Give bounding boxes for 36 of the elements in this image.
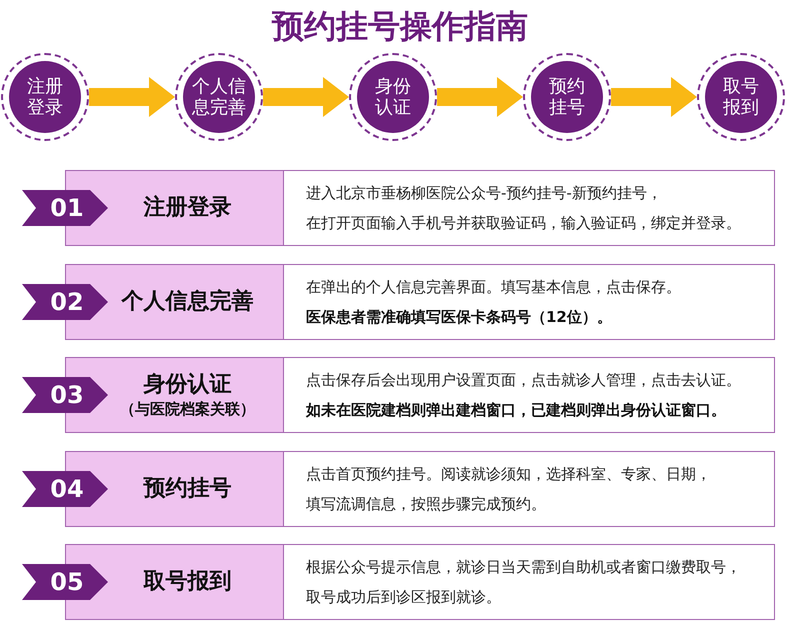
- description-panel: [283, 451, 775, 527]
- description-text: 根据公众号提示信息，就诊日当天需到自助机或者窗口缴费取号，: [306, 557, 741, 578]
- arrow: [89, 77, 175, 117]
- step-subtitle: （与医院档案关联）: [120, 399, 255, 419]
- step-label: 个人信息完善: [191, 76, 247, 118]
- step-number: 01: [50, 194, 84, 222]
- step-number: 04: [50, 475, 84, 503]
- arrow: [611, 77, 697, 117]
- step-label: 取号报到: [722, 76, 760, 118]
- step-label: 身份认证: [374, 76, 412, 118]
- description-text: 进入北京市垂杨柳医院公众号-预约挂号-新预约挂号，: [306, 183, 662, 204]
- step-title: 注册登录: [144, 194, 232, 222]
- description-panel: [283, 170, 775, 246]
- description-panel: [283, 544, 775, 620]
- step-title: 预约挂号: [144, 475, 232, 503]
- step-title: 取号报到: [144, 568, 232, 596]
- description-text: 在打开页面输入手机号并获取验证码，输入验证码，绑定并登录。: [306, 213, 741, 234]
- step-number: 02: [50, 288, 84, 316]
- description-panel: [283, 264, 775, 340]
- arrow: [263, 77, 349, 117]
- description-text: 如未在医院建档则弹出建档窗口，已建档则弹出身份认证窗口。: [306, 400, 726, 421]
- step-label: 注册登录: [26, 76, 64, 118]
- description-text: 填写流调信息，按照步骤完成预约。: [306, 494, 546, 515]
- description-text: 在弹出的个人信息完善界面。填写基本信息，点击保存。: [306, 277, 681, 298]
- description-text: 点击保存后会出现用户设置页面，点击就诊人管理，点击去认证。: [306, 370, 741, 391]
- description-text: 取号成功后到诊区报到就诊。: [306, 587, 501, 608]
- step-number: 03: [50, 381, 84, 409]
- page-title: 预约挂号操作指南: [272, 6, 528, 46]
- step-title: 个人信息完善: [122, 288, 254, 316]
- step-number: 05: [50, 568, 84, 596]
- step-title: 身份认证: [144, 371, 232, 399]
- step-label: 预约挂号: [548, 76, 586, 118]
- description-text: 医保患者需准确填写医保卡条码号（12位）。: [306, 307, 612, 328]
- description-text: 点击首页预约挂号。阅读就诊须知，选择科室、专家、日期，: [306, 464, 711, 485]
- description-panel: [283, 357, 775, 433]
- arrow: [437, 77, 523, 117]
